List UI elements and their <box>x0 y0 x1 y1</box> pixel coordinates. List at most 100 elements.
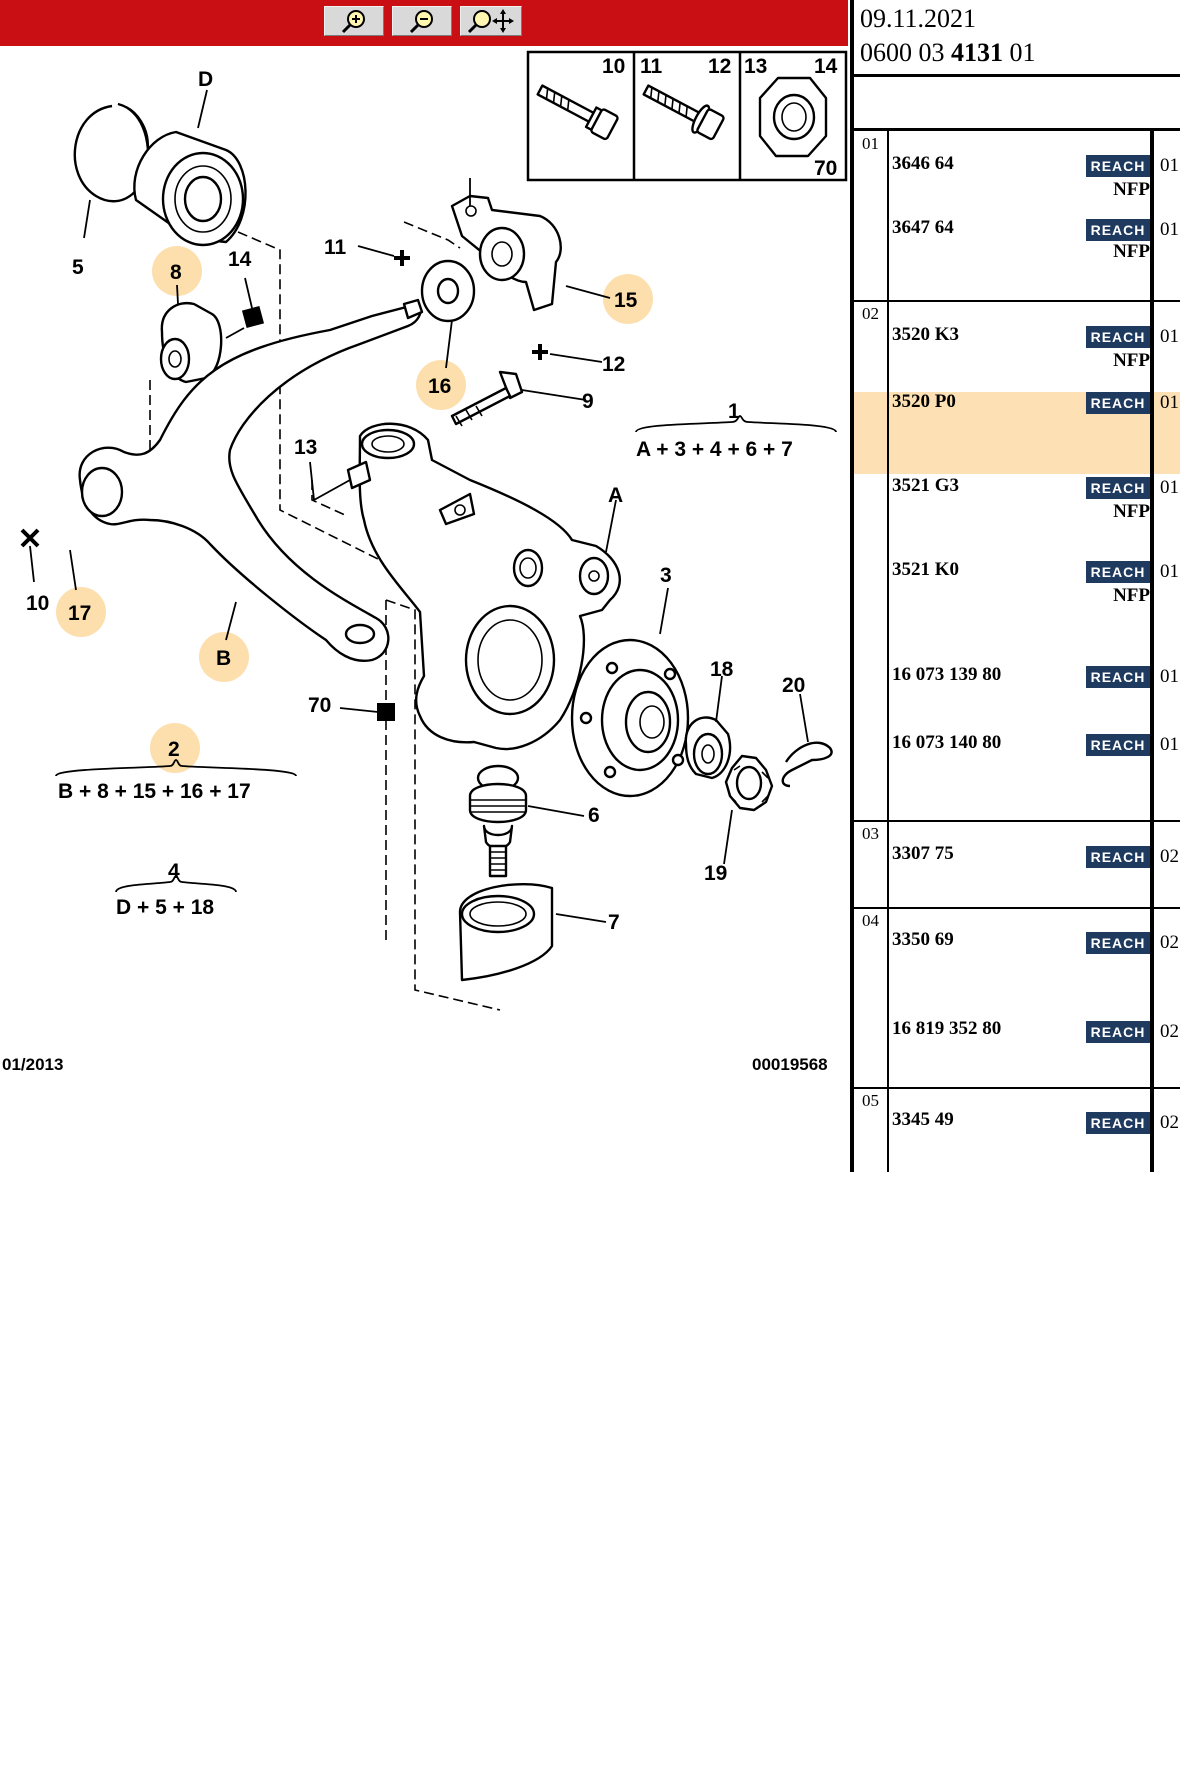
cross-markers <box>20 250 548 548</box>
header-date: 09.11.2021 <box>860 4 977 33</box>
part-ref-3520-k3[interactable]: 3520 K3 <box>892 324 960 345</box>
column-line-1 <box>887 130 889 1172</box>
part-ref-16-819-352-80[interactable]: 16 819 352 80 <box>892 1018 1002 1039</box>
toolbar <box>0 0 848 46</box>
steering-knuckle <box>346 422 621 751</box>
callout-9: 9 <box>582 390 594 413</box>
group-number-04: 04 <box>862 911 879 930</box>
part-ref-3521-g3[interactable]: 3521 G3 <box>892 475 960 496</box>
callout-19: 19 <box>704 862 727 885</box>
group-1-brace <box>635 415 837 433</box>
reach-badge[interactable]: REACH <box>1086 326 1150 348</box>
reach-badge[interactable]: REACH <box>1086 932 1150 954</box>
code-suffix: 01 <box>1003 38 1036 67</box>
reach-badge[interactable]: REACH <box>1086 477 1150 499</box>
part-ref-3520-p0[interactable]: 3520 P0 <box>892 391 956 412</box>
group-separator-3 <box>854 907 1180 909</box>
callout-a: A <box>608 484 623 507</box>
highlight-2 <box>150 723 200 773</box>
diagram-date-code: 01/2013 <box>2 1055 63 1074</box>
quantity: 01 <box>1160 155 1179 176</box>
wheel-bearing <box>133 130 247 247</box>
inset-label-13: 13 <box>744 55 767 78</box>
hub-nut <box>684 716 732 780</box>
callout-14: 14 <box>228 248 252 271</box>
zoom-in-icon <box>341 10 365 34</box>
exploded-diagram: 10 11 12 13 14 70 D 5 8 14 11 15 12 16 9… <box>0 46 850 1076</box>
quantity: 01 <box>1160 392 1179 413</box>
wishbone <box>78 298 424 662</box>
callout-16: 16 <box>428 375 451 398</box>
group-1-formula: A + 3 + 4 + 6 + 7 <box>636 438 793 461</box>
group-number-03: 03 <box>862 824 879 843</box>
group-4-formula: D + 5 + 18 <box>116 896 214 919</box>
group-number-05: 05 <box>862 1091 879 1110</box>
suspension-drawing: 10 11 12 13 14 70 D 5 8 14 11 15 12 16 9… <box>2 50 848 1074</box>
quantity: 01 <box>1160 666 1179 687</box>
quantity: 01 <box>1160 561 1179 582</box>
quantity: 02 <box>1160 932 1179 953</box>
quantity: 01 <box>1160 734 1179 755</box>
bush <box>159 301 223 384</box>
square-marker-14 <box>241 305 265 329</box>
column-line-2 <box>1150 130 1154 1172</box>
nfp-label: NFP <box>1113 501 1150 522</box>
zoom-pan-icon <box>467 9 514 34</box>
callout-12: 12 <box>602 353 625 376</box>
zoom-out-icon <box>409 10 433 34</box>
group-1-number: 1 <box>728 400 740 423</box>
group-separator-1 <box>854 300 1180 302</box>
part-ref-3307-75[interactable]: 3307 75 <box>892 843 954 864</box>
group-2-number: 2 <box>168 738 180 761</box>
quantity: 01 <box>1160 477 1179 498</box>
callout-b: B <box>216 647 231 670</box>
highlight-b <box>199 632 249 682</box>
reach-badge[interactable]: REACH <box>1086 561 1150 583</box>
callout-18: 18 <box>710 658 734 681</box>
part-ref-3521-k0[interactable]: 3521 K0 <box>892 559 960 580</box>
zoom-in-button[interactable] <box>324 6 384 36</box>
panel-divider <box>850 0 854 1172</box>
nfp-label: NFP <box>1113 179 1150 200</box>
group-2-brace <box>55 759 297 777</box>
reach-badge[interactable]: REACH <box>1086 155 1150 177</box>
part-ref-3647-64[interactable]: 3647 64 <box>892 217 954 238</box>
header-code: 0600 03 4131 01 <box>860 38 1036 68</box>
zoom-out-button[interactable] <box>392 6 452 36</box>
callout-7: 7 <box>608 911 620 934</box>
callout-70: 70 <box>308 694 331 717</box>
bolt-pin <box>450 370 524 427</box>
code-bold: 4131 <box>951 38 1003 67</box>
reach-badge[interactable]: REACH <box>1086 666 1150 688</box>
callout-11: 11 <box>324 236 347 259</box>
nfp-label: NFP <box>1113 241 1150 262</box>
callout-20: 20 <box>782 674 805 697</box>
header-rule-2 <box>854 128 1180 131</box>
group-separator-2 <box>854 820 1180 822</box>
part-ref-16-073-140-80[interactable]: 16 073 140 80 <box>892 732 1002 753</box>
callout-8: 8 <box>170 261 182 284</box>
fastener-inset <box>526 50 848 182</box>
callout-5: 5 <box>72 256 84 279</box>
header-rule-1 <box>854 74 1180 77</box>
square-marker-70 <box>377 703 395 721</box>
callout-10: 10 <box>26 592 49 615</box>
reach-badge[interactable]: REACH <box>1086 1112 1150 1134</box>
highlight-16 <box>416 360 466 410</box>
reach-badge[interactable]: REACH <box>1086 219 1150 241</box>
reach-badge[interactable]: REACH <box>1086 846 1150 868</box>
highlight-17 <box>56 587 106 637</box>
reach-badge[interactable]: REACH <box>1086 734 1150 756</box>
code-prefix: 0600 03 <box>860 38 951 67</box>
group-4-number: 4 <box>168 860 180 883</box>
part-ref-3350-69[interactable]: 3350 69 <box>892 929 954 950</box>
part-ref-3345-49[interactable]: 3345 49 <box>892 1109 954 1130</box>
reach-badge[interactable]: REACH <box>1086 1021 1150 1043</box>
protector-cap <box>458 882 554 982</box>
zoom-pan-button[interactable] <box>460 6 522 36</box>
group-number-01: 01 <box>862 134 879 153</box>
part-ref-16-073-139-80[interactable]: 16 073 139 80 <box>892 664 1002 685</box>
group-number-02: 02 <box>862 304 879 323</box>
reach-badge[interactable]: REACH <box>1086 392 1150 414</box>
part-ref-3646-64[interactable]: 3646 64 <box>892 153 954 174</box>
